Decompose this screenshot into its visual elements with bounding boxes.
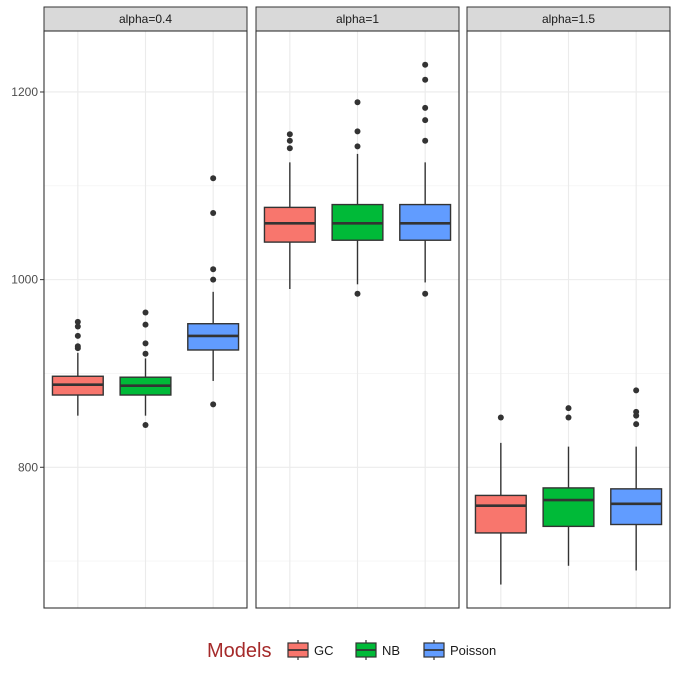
box-body — [474, 494, 527, 534]
outlier-point — [422, 137, 429, 144]
outlier-point — [210, 210, 217, 217]
panel-border — [255, 30, 460, 609]
legend-item-poisson: Poisson — [423, 640, 496, 660]
y-tick-label: 1000 — [11, 273, 38, 287]
box-gc — [263, 131, 316, 290]
outlier-point — [74, 332, 81, 339]
outlier-point — [422, 61, 429, 68]
y-tick-label: 800 — [18, 460, 38, 474]
box-body — [542, 487, 595, 528]
box-poisson — [610, 387, 663, 571]
outlier-point — [210, 401, 217, 408]
outlier-point — [354, 128, 361, 135]
facet-panel-0: alpha=0.4 — [43, 6, 248, 609]
outlier-point — [354, 99, 361, 106]
outlier-point — [286, 137, 293, 144]
facet-label: alpha=0.4 — [119, 12, 172, 26]
facet-strip — [255, 6, 460, 32]
outlier-point — [142, 340, 149, 347]
panel-border — [43, 30, 248, 609]
facet-panel-1: alpha=1 — [255, 6, 460, 609]
outlier-point — [286, 145, 293, 152]
outlier-point — [74, 343, 81, 350]
outlier-point — [142, 422, 149, 429]
box-nb — [331, 99, 384, 297]
y-tick-label: 1200 — [11, 85, 38, 99]
legend-item-gc: GC — [287, 640, 334, 660]
facet-panel-2: alpha=1.5 — [466, 6, 671, 609]
outlier-point — [565, 405, 572, 412]
box-gc — [51, 318, 104, 416]
outlier-point — [633, 421, 640, 428]
legend-label: Poisson — [450, 643, 496, 658]
facet-strip — [466, 6, 671, 32]
box-poisson — [399, 61, 452, 297]
outlier-point — [422, 117, 429, 124]
facet-label: alpha=1.5 — [542, 12, 595, 26]
outlier-point — [497, 414, 504, 421]
outlier-point — [354, 143, 361, 150]
outlier-point — [210, 276, 217, 283]
panel-border — [466, 30, 671, 609]
outlier-point — [565, 414, 572, 421]
box-body — [610, 488, 663, 526]
outlier-point — [422, 76, 429, 83]
y-axis: 800 1000 1200 — [11, 85, 44, 474]
box-gc — [474, 414, 527, 585]
legend-item-nb: NB — [355, 640, 400, 660]
outlier-point — [633, 408, 640, 415]
box-nb — [119, 309, 172, 429]
facet-strip — [43, 6, 248, 32]
outlier-point — [354, 290, 361, 297]
outlier-point — [633, 387, 640, 394]
outlier-point — [422, 104, 429, 111]
outlier-point — [74, 318, 81, 325]
legend-title: Models — [207, 640, 271, 662]
legend-label: GC — [314, 643, 334, 658]
outlier-point — [74, 323, 81, 330]
legend-label: NB — [382, 643, 400, 658]
outlier-point — [422, 290, 429, 297]
box-nb — [542, 405, 595, 566]
facet-label: alpha=1 — [336, 12, 379, 26]
outlier-point — [210, 266, 217, 273]
outlier-point — [286, 131, 293, 138]
outlier-point — [142, 321, 149, 328]
facet-panels: alpha=0.4 alpha=1 alpha=1.5 — [43, 6, 671, 609]
outlier-point — [142, 350, 149, 357]
box-body — [263, 206, 316, 243]
outlier-point — [142, 309, 149, 316]
box-poisson — [187, 175, 240, 408]
outlier-point — [210, 175, 217, 182]
legend: Models GC NB Poisson — [207, 640, 496, 662]
